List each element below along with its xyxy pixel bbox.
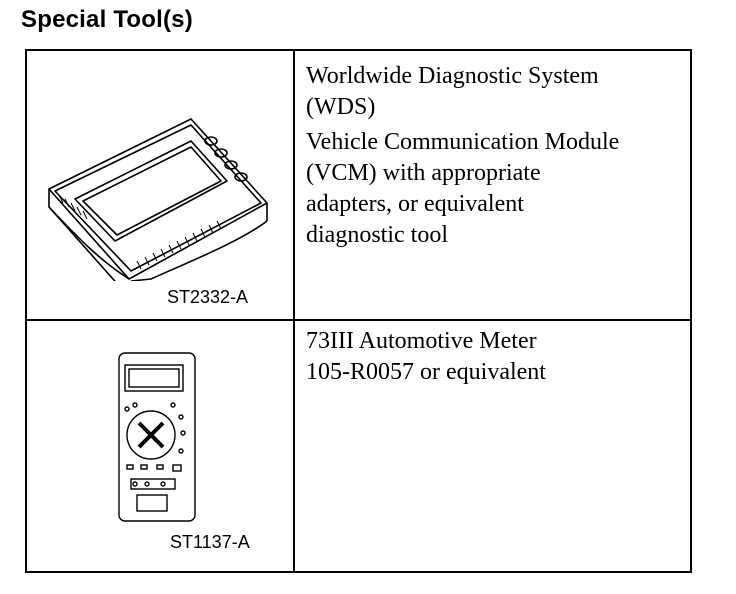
description-line: 105-R0057 or equivalent <box>306 359 546 385</box>
diagnostic-tablet-icon <box>48 118 268 281</box>
description-line: Vehicle Communication Module <box>306 129 620 155</box>
tool-description: 73III Automotive Meter 105-R0057 or equi… <box>306 326 686 388</box>
description-line: 73III Automotive Meter <box>306 328 537 354</box>
tool-caption: ST1137-A <box>170 532 250 552</box>
page-title: Special Tool(s) <box>21 6 193 33</box>
row-divider <box>27 319 690 321</box>
description-line: (VCM) with appropriate <box>306 160 541 186</box>
description-line: (WDS) <box>306 94 376 120</box>
column-divider <box>293 51 295 571</box>
description-line: Worldwide Diagnostic System <box>306 63 599 89</box>
description-line: adapters, or equivalent <box>306 191 524 217</box>
description-line: diagnostic tool <box>306 222 448 248</box>
tool-description: Worldwide Diagnostic System (WDS) Vehicl… <box>306 61 686 251</box>
special-tools-table: ST2332-A Worldwide Diagnostic System (WD… <box>25 49 692 573</box>
tool-caption: ST2332-A <box>167 287 249 307</box>
multimeter-icon <box>118 352 196 522</box>
